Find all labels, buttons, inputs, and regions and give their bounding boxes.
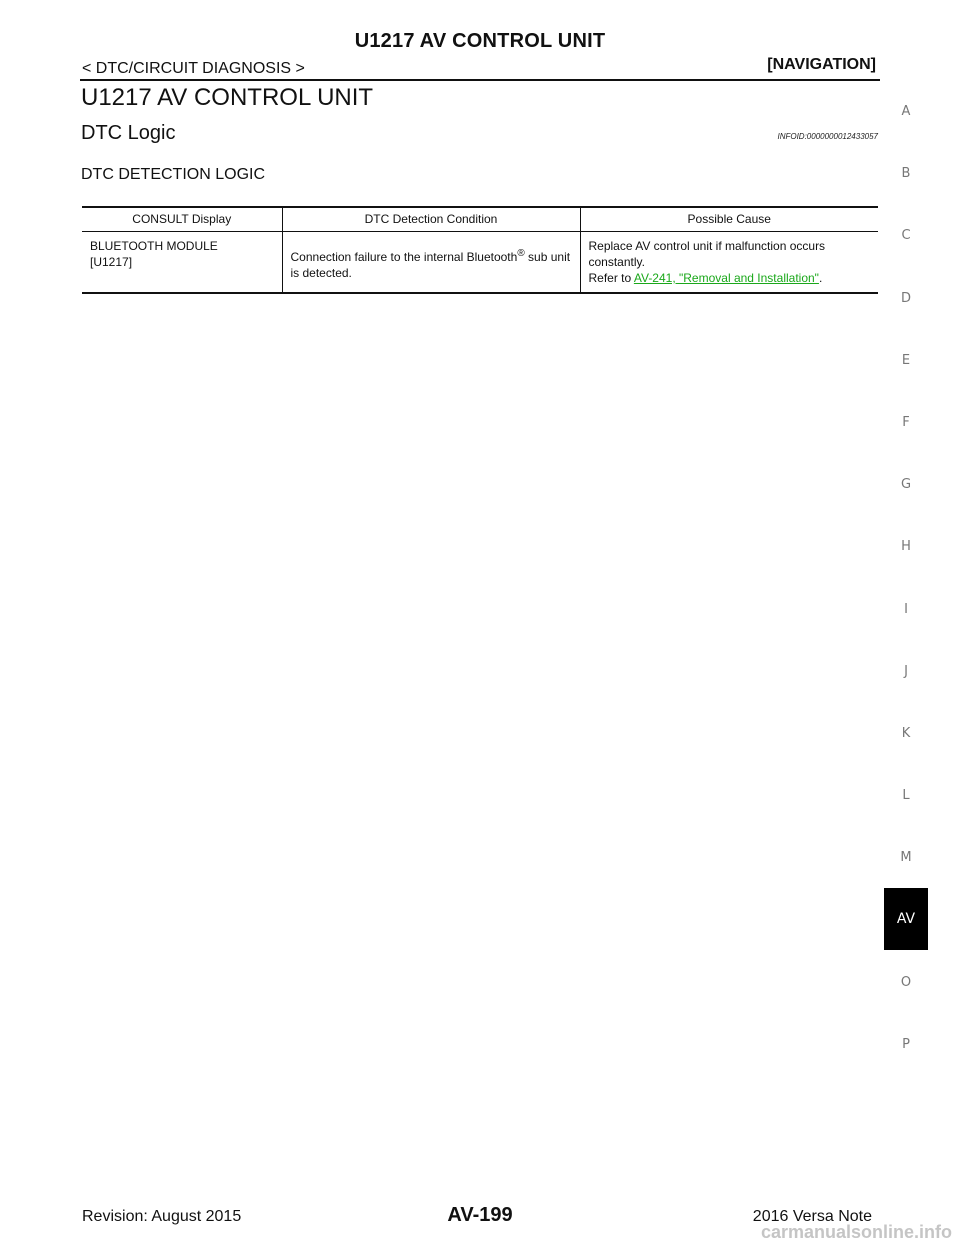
footer-revision: Revision: August 2015 [82,1208,242,1225]
column-header-cause: Possible Cause [579,206,878,232]
section-title: U1217 AV CONTROL UNIT [81,84,374,111]
side-index-e[interactable]: E [901,352,911,368]
condition-text: Connection failure to the internal Bluet… [290,250,518,264]
column-header-consult: CONSULT Display [82,206,282,232]
side-index-g[interactable]: G [900,477,912,493]
side-index-av-active[interactable]: AV [884,888,928,974]
side-index-c[interactable]: C [901,228,911,244]
side-index-b[interactable]: B [901,166,911,182]
side-index-j[interactable]: J [904,663,908,679]
category-label: [NAVIGATION] [767,56,876,73]
watermark: carmanualsonline.info [760,1222,952,1242]
condition-text-end: sub unit is detected. [290,250,571,280]
side-index-av-tab[interactable]: AV [884,888,928,951]
side-index-d[interactable]: D [900,290,911,306]
side-index-o[interactable]: O [900,974,912,990]
consult-display-name: BLUETOOTH MODULE [90,239,218,253]
footer-model: 2016 Versa Note [752,1208,872,1225]
removal-installation-link[interactable]: AV-241, "Removal and Installation" [633,271,819,285]
side-index-i[interactable]: I [904,601,908,617]
subsection-title: DTC Logic [81,122,176,144]
side-index-h[interactable]: H [901,539,911,555]
side-index-a[interactable]: A [901,104,911,119]
consult-display-code: [U1217] [90,255,133,269]
registered-mark: ® [517,248,525,259]
side-index: A B C D E F G H I J K L M AV O P [884,104,928,1099]
side-index-l[interactable]: L [902,788,910,804]
side-index-f[interactable]: F [902,414,910,430]
dtc-detection-heading: DTC DETECTION LOGIC [81,166,266,183]
consult-display-cell: BLUETOOTH MODULE [U1217] [82,231,282,294]
column-header-condition: DTC Detection Condition [281,206,580,232]
info-id: INFOID:0000000012433057 [777,132,878,141]
side-index-m[interactable]: M [900,850,912,866]
detection-condition-cell: Connection failure to the internal Bluet… [281,231,580,294]
table-row: BLUETOOTH MODULE [U1217] Connection fail… [82,231,878,294]
table-header-row: CONSULT Display DTC Detection Condition … [82,206,878,232]
possible-cause-cell: Replace AV control unit if malfunction o… [579,231,878,294]
side-index-k[interactable]: K [901,725,911,741]
header-divider [80,79,880,81]
footer-page-number: AV-199 [447,1204,513,1226]
side-index-p[interactable]: P [902,1036,910,1052]
dtc-table: CONSULT Display DTC Detection Condition … [82,206,878,294]
cause-period: . [818,271,823,285]
cause-text: Replace AV control unit if malfunction o… [588,239,826,269]
refer-to-label: Refer to [588,271,634,285]
page-title: U1217 AV CONTROL UNIT [354,30,606,52]
cause-reference: Refer to AV-241, "Removal and Installati… [589,270,873,286]
breadcrumb: < DTC/CIRCUIT DIAGNOSIS > [82,60,305,77]
